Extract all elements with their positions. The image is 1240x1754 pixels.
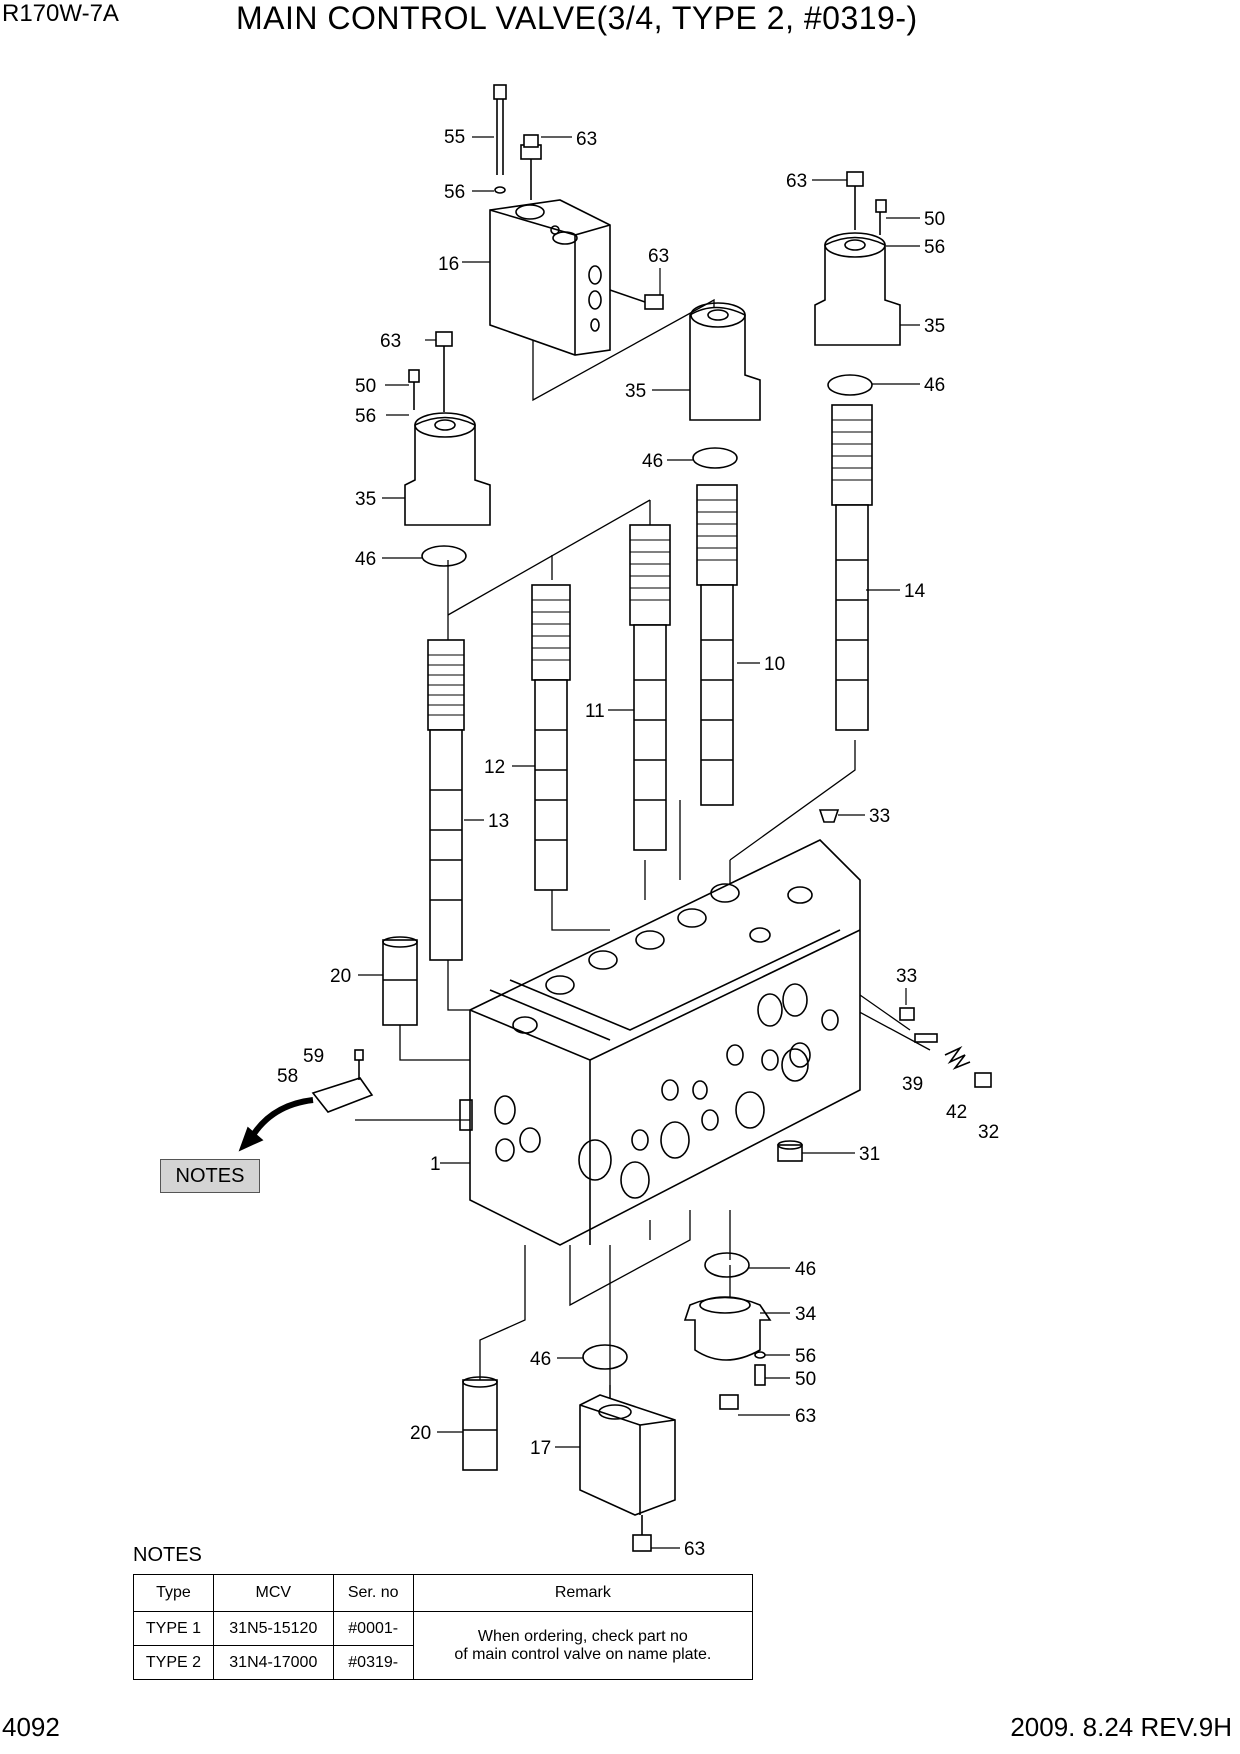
type-cell: TYPE 1 [133, 1611, 214, 1646]
plug-63-top [520, 134, 542, 200]
callout-56: 56 [795, 1346, 816, 1367]
callout-50: 50 [355, 376, 376, 397]
callout-59: 59 [303, 1046, 324, 1067]
remark-line-1: When ordering, check part no [477, 1627, 688, 1645]
plug-32 [974, 1072, 992, 1088]
plug-63-side [609, 289, 664, 310]
model-name: R170W-7A [2, 0, 119, 27]
callout-33: 33 [896, 966, 917, 987]
bolt-55 [493, 84, 507, 194]
notes-arrow [238, 1097, 314, 1152]
solenoid-35-right [814, 171, 901, 396]
callout-56: 56 [924, 237, 945, 258]
type-cell: TYPE 2 [133, 1645, 214, 1680]
spool-10 [696, 484, 738, 806]
callout-50: 50 [924, 209, 945, 230]
remark-cell: When ordering, check part no of main con… [412, 1611, 754, 1680]
solenoid-35-left [404, 331, 491, 567]
callout-11: 11 [585, 701, 605, 722]
table-header-row: Type MCV Ser. no Remark [133, 1574, 754, 1612]
callout-20: 20 [330, 966, 351, 987]
column-header-remark: Remark [412, 1574, 754, 1612]
callout-labels: 55 63 56 16 63 35 46 63 50 56 35 46 63 5… [277, 127, 999, 1560]
solenoid-35-center [689, 302, 761, 469]
block-16 [489, 199, 611, 356]
callout-63: 63 [380, 331, 401, 352]
callout-35: 35 [355, 489, 376, 510]
block-17 [579, 1394, 676, 1552]
callout-46: 46 [924, 375, 945, 396]
callout-20: 20 [410, 1423, 431, 1444]
callout-16: 16 [438, 254, 459, 275]
spool-14 [831, 404, 873, 731]
plug-20-lower [462, 1376, 498, 1471]
callout-58: 58 [277, 1066, 298, 1087]
oring-46-lower-right [704, 1252, 750, 1278]
revision-date: 2009. 8.24 REV.9H [1010, 1712, 1232, 1742]
table-row: TYPE 1 31N5-15120 #0001- When ordering, … [133, 1611, 754, 1680]
callout-42: 42 [946, 1102, 967, 1123]
mcv-cell: 31N5-15120 [212, 1611, 334, 1646]
page-number: 4092 [2, 1712, 60, 1742]
callout-63: 63 [684, 1539, 705, 1560]
column-header-mcv: MCV [212, 1574, 334, 1612]
callout-50: 50 [795, 1369, 816, 1390]
callout-46: 46 [642, 451, 663, 472]
plug-20-upper [382, 936, 418, 1026]
ser-no-cell: #0001- [332, 1611, 414, 1646]
callout-63: 63 [786, 171, 807, 192]
callout-35: 35 [924, 316, 945, 337]
callout-55: 55 [444, 127, 465, 148]
callout-56: 56 [355, 406, 376, 427]
plug-33-top [818, 809, 840, 823]
ser-no-cell: #0319- [332, 1645, 414, 1680]
callout-39: 39 [902, 1074, 923, 1095]
callout-63: 63 [576, 129, 597, 150]
mcv-cell: 31N4-17000 [212, 1645, 334, 1680]
spool-11 [629, 524, 671, 851]
callout-1: 1 [430, 1154, 441, 1175]
callout-46: 46 [795, 1259, 816, 1280]
callout-31: 31 [859, 1144, 880, 1165]
spring-42 [944, 1045, 971, 1070]
column-header-type: Type [133, 1574, 214, 1612]
callout-leaders [358, 136, 920, 1549]
callout-63: 63 [795, 1406, 816, 1427]
main-valve-body [459, 839, 861, 1246]
callout-46: 46 [530, 1349, 551, 1370]
callout-13: 13 [488, 811, 509, 832]
pin-39 [914, 1033, 938, 1043]
callout-32: 32 [978, 1122, 999, 1143]
callout-17: 17 [530, 1438, 551, 1459]
remark-line-2: of main control valve on name plate. [454, 1645, 712, 1663]
oring-46-lower-center [582, 1344, 628, 1370]
callout-46: 46 [355, 549, 376, 570]
notes-heading: NOTES [133, 1544, 202, 1566]
spool-13 [427, 639, 465, 961]
callout-35: 35 [625, 381, 646, 402]
cover-plate-58 [311, 1049, 374, 1113]
callout-56: 56 [444, 182, 465, 203]
notes-table: Type MCV Ser. no Remark TYPE 1 31N5-1512… [133, 1574, 754, 1680]
callout-34: 34 [795, 1304, 817, 1325]
callout-10: 10 [764, 654, 785, 675]
table-row: TYPE 2 31N4-17000 #0319- [133, 1645, 753, 1680]
callout-33: 33 [869, 806, 890, 827]
spool-12 [531, 584, 571, 891]
plug-31 [777, 1140, 803, 1162]
column-header-ser-no: Ser. no [332, 1574, 414, 1612]
cover-34 [683, 1296, 772, 1410]
page-title: MAIN CONTROL VALVE(3/4, TYPE 2, #0319-) [236, 0, 918, 36]
notes-button[interactable]: NOTES [160, 1159, 260, 1193]
callout-14: 14 [904, 581, 926, 602]
plug-33-side [899, 1007, 915, 1021]
callout-63: 63 [648, 246, 669, 267]
callout-12: 12 [484, 757, 505, 778]
